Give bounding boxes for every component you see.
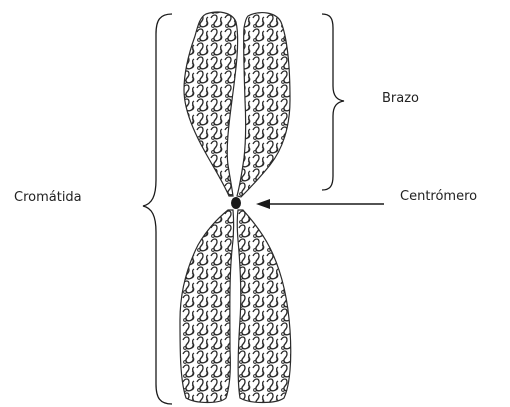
centromere xyxy=(231,197,241,209)
centromere-label: Centrómero xyxy=(400,189,477,204)
arm-label: Brazo xyxy=(382,91,419,106)
arm-brace xyxy=(322,14,344,190)
upper-left-arm xyxy=(184,12,238,196)
chromatid-brace xyxy=(143,14,172,404)
lower-left-arm xyxy=(180,210,234,403)
upper-right-arm xyxy=(237,13,290,197)
lower-right-arm xyxy=(237,210,291,403)
centromere-arrowhead xyxy=(256,199,270,209)
chromatid-label: Cromátida xyxy=(14,190,82,205)
